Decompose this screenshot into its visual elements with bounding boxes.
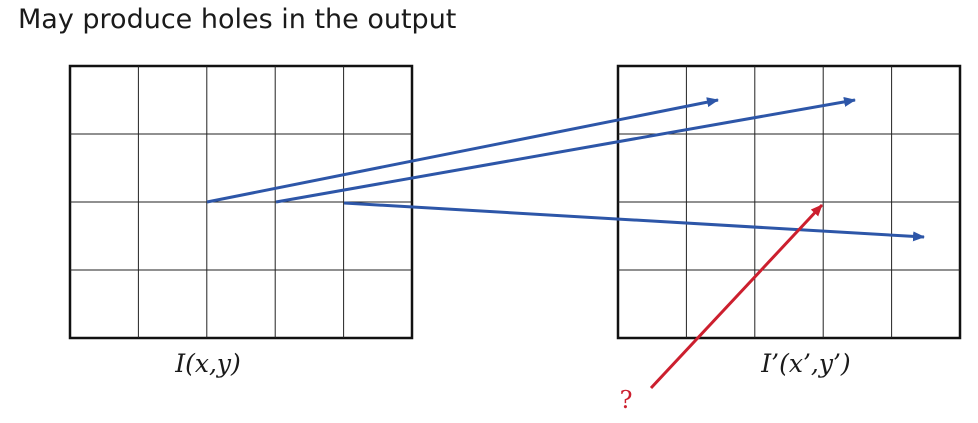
slide-title: May produce holes in the output: [18, 4, 457, 35]
forward-arrow-1: [206, 97, 719, 204]
target-grid-label: I’(x’,y’): [760, 349, 850, 378]
target-grid-lines: [618, 66, 960, 338]
forward-mapping-arrows: [206, 96, 925, 242]
source-grid-lines: [70, 66, 412, 338]
forward-arrow-2: [275, 96, 856, 204]
source-grid-label: I(x,y): [174, 349, 241, 378]
source-grid: [68, 64, 414, 340]
forward-arrow-3: [343, 201, 925, 242]
target-grid: [616, 64, 962, 340]
hole-arrow: [649, 203, 824, 390]
question-mark-label: ?: [620, 386, 633, 414]
